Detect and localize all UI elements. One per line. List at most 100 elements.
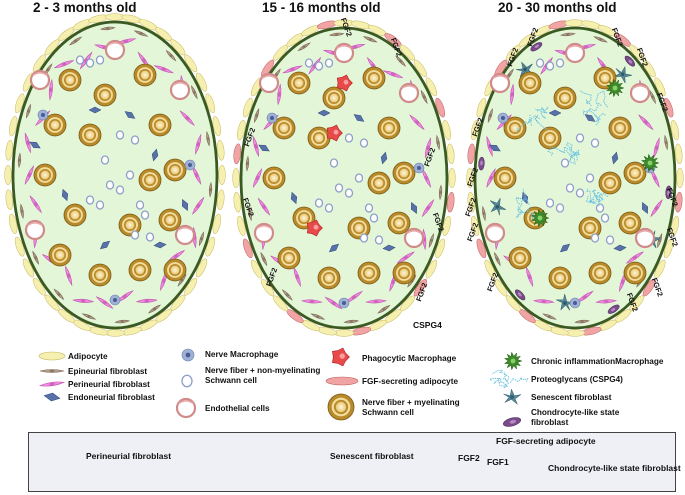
epineurial-fibroblast <box>133 30 149 37</box>
adipocyte <box>494 278 508 297</box>
perineurial-fibroblast <box>653 137 660 159</box>
myelinated-fiber <box>593 66 617 90</box>
unmyelinated-fiber <box>590 233 600 243</box>
nerve-macrophage <box>338 297 350 309</box>
myelinated-fiber <box>128 258 152 282</box>
endoneurial-fibroblast <box>258 144 270 152</box>
myelinated-fiber <box>262 166 286 190</box>
epineurial-fibroblast <box>17 152 22 169</box>
myelinated-fiber <box>357 261 381 285</box>
endothelial-cell <box>253 222 275 244</box>
adipocyte <box>442 215 451 236</box>
unmyelinated-fiber <box>545 61 555 71</box>
myelinated-fiber <box>48 243 72 267</box>
legend-phagocytic: Phagocytic Macrophage <box>362 354 457 363</box>
myelinated-fiber <box>33 163 57 187</box>
myelinated-fiber <box>43 113 67 137</box>
adipocyte <box>237 120 246 141</box>
endoneurial-fibroblast <box>382 244 396 252</box>
chondrocyte-like-fibroblast <box>624 55 636 67</box>
perineurial-fibroblast <box>486 168 496 188</box>
adipocyte <box>674 143 683 165</box>
adipocyte <box>413 278 427 297</box>
perineurial-fibroblast <box>277 83 282 106</box>
perineurial-fibroblast <box>650 168 660 188</box>
myelinated-fiber <box>598 171 622 195</box>
epineurial-fibroblast <box>542 313 557 320</box>
epineurial-fibroblast <box>100 26 116 31</box>
myelinated-fiber <box>133 63 157 87</box>
legend-adipocyte-icon <box>38 351 66 361</box>
chondrocyte-like-fibroblast <box>530 42 543 52</box>
unmyelinated-fiber <box>140 210 150 220</box>
adipocyte <box>212 213 221 234</box>
myelinated-fiber <box>392 161 416 185</box>
adipocyte <box>642 59 656 78</box>
adipocyte <box>399 44 416 61</box>
myelinated-fiber <box>518 71 542 95</box>
myelinated-fiber <box>387 211 411 235</box>
perineurial-fibroblast <box>595 299 618 304</box>
nerve-old: FGF2FGF2FGF2FGF2FGF2FGF2FGF2FGF2FGF2FGF2… <box>463 19 684 337</box>
adipocyte <box>9 116 18 137</box>
chondrocyte-like-fibroblast <box>607 304 620 314</box>
endothelial-cell <box>24 219 46 241</box>
epineurial-fibroblast <box>114 319 130 324</box>
myelinated-fiber <box>78 123 102 147</box>
legend-chondrocyte: Chondrocyte-like state fibroblast <box>531 408 620 427</box>
myelinated-fiber <box>508 246 532 270</box>
unmyelinated-fiber <box>304 58 314 68</box>
myelinated-fiber <box>503 116 527 140</box>
perineurial-fibroblast <box>486 135 493 157</box>
nerve-macrophage <box>109 294 121 306</box>
endothelial-cell <box>333 42 355 64</box>
perineurial-fibroblast <box>382 70 404 79</box>
epineurial-fibroblast <box>208 181 213 198</box>
adipocyte <box>466 167 474 189</box>
unmyelinated-fiber <box>85 195 95 205</box>
adipocyte <box>654 259 666 279</box>
myelinated-fiber <box>608 116 632 140</box>
myelinated-fiber <box>148 113 172 137</box>
myelinated-fiber <box>292 206 316 230</box>
adipocyte <box>170 39 186 56</box>
legend-perineurial: Perineurial fibroblast <box>68 380 150 389</box>
adipocyte <box>476 238 487 259</box>
adipocyte <box>272 295 289 312</box>
title-old: 20 - 30 months old <box>498 0 617 15</box>
unmyelinated-fiber <box>115 130 125 140</box>
chondrocyte-like-fibroblast <box>665 185 672 200</box>
unmyelinated-fiber <box>585 173 595 183</box>
nerve-macrophage <box>497 112 509 124</box>
unmyelinated-fiber <box>565 183 575 193</box>
epineurial-fibroblast <box>438 184 443 201</box>
myelinated-fiber <box>287 71 311 95</box>
epineurial-fibroblast <box>487 108 493 123</box>
adipocyte <box>435 238 446 259</box>
perineurial-fibroblast <box>532 299 555 304</box>
bottom-fgf2-label: FGF2 <box>458 453 480 463</box>
pathway-panel <box>28 432 676 492</box>
perineurial-fibroblast <box>135 298 158 303</box>
perineurial-fibroblast <box>638 114 654 131</box>
epineurial-fibroblast <box>428 233 434 248</box>
adipocyte <box>237 215 246 236</box>
perineurial-fibroblast <box>421 168 432 188</box>
unmyelinated-fiber <box>575 133 585 143</box>
adipocyte <box>448 167 456 189</box>
adipocyte <box>425 77 438 97</box>
endothelial-cell <box>104 39 126 61</box>
myelinated-fiber <box>367 171 391 195</box>
perineurial-fibroblast <box>191 196 205 215</box>
legend-adipocyte: Adipocyte <box>68 352 108 361</box>
unmyelinated-fiber <box>605 235 615 245</box>
endoneurial-fibroblast <box>584 114 596 122</box>
epineurial-fibroblast <box>649 89 656 105</box>
cspg4-label: CSPG4 <box>413 320 442 330</box>
perineurial-fibroblast <box>179 110 195 126</box>
legend-epineurial-icon <box>39 369 65 373</box>
epineurial-fibroblast <box>377 304 391 314</box>
perineurial-fibroblast <box>53 60 75 69</box>
epineurial-fibroblast <box>206 131 210 147</box>
nerve-macrophage <box>181 348 195 362</box>
